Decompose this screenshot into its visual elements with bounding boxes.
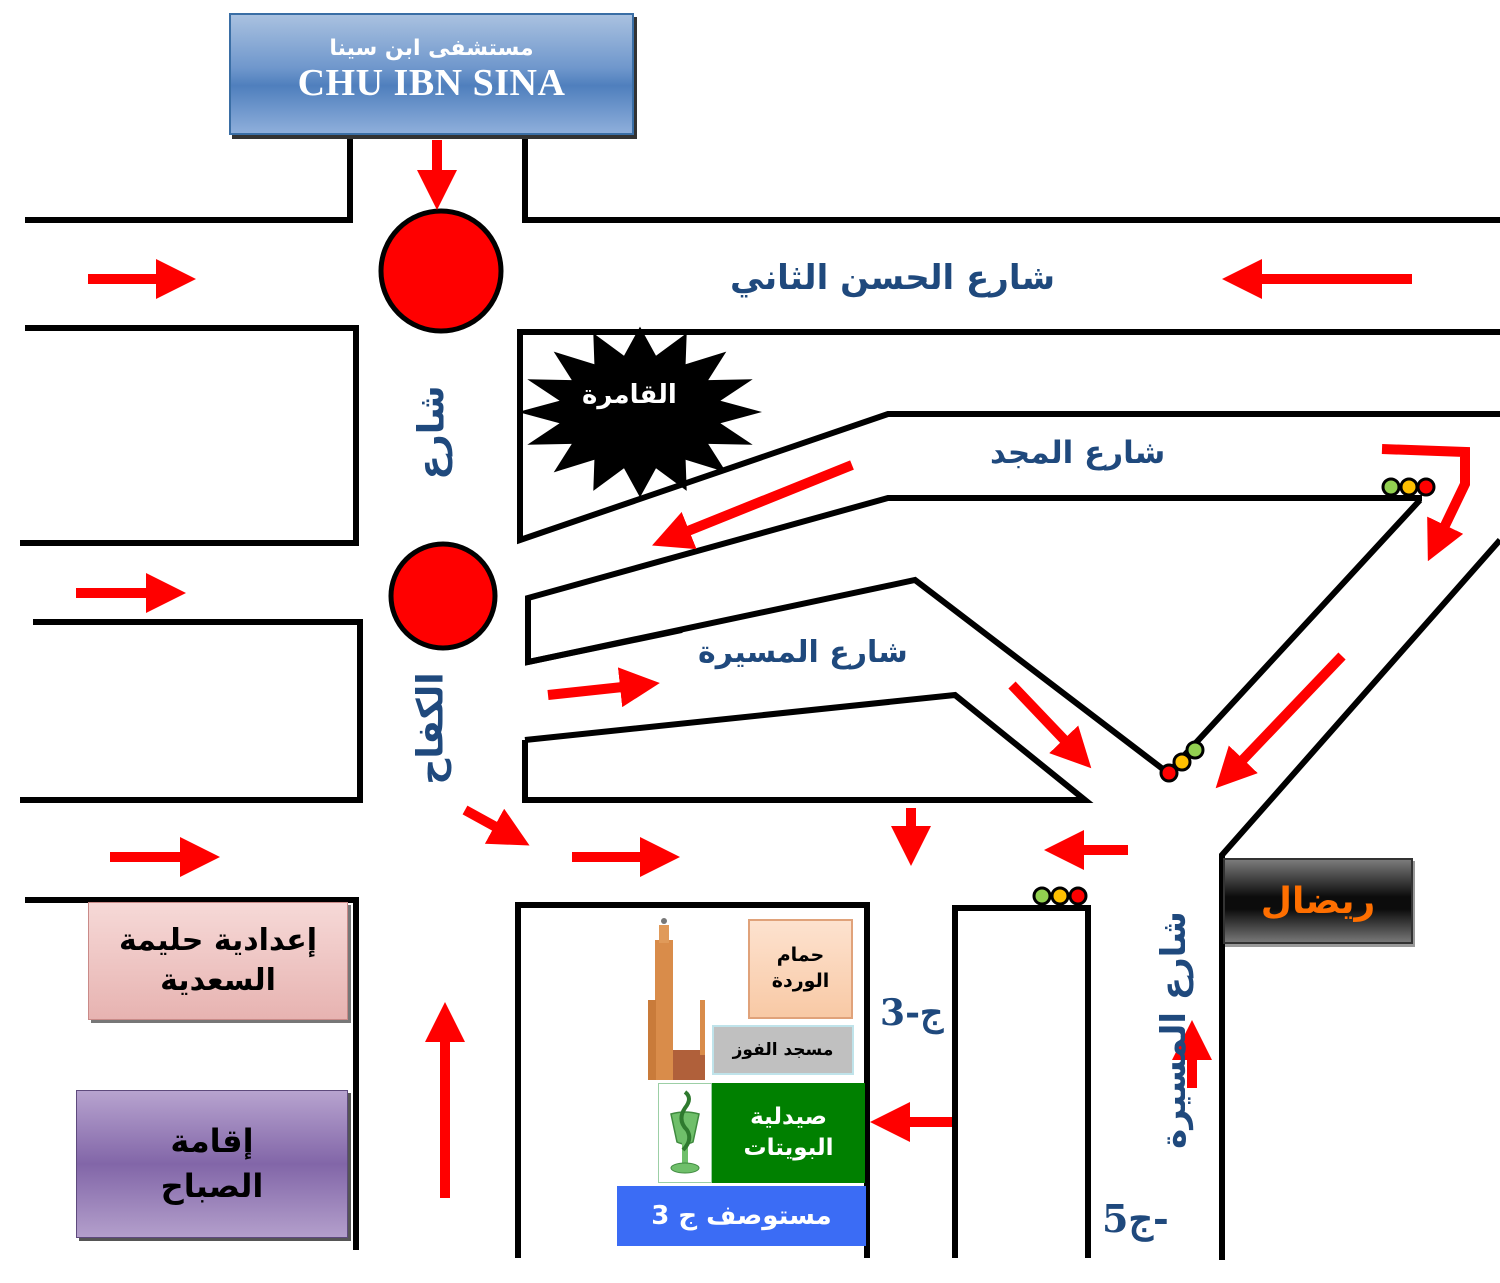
road-edge [952, 905, 1091, 1258]
hospital-sign: مستشفى ابن سينا CHU IBN SINA [229, 13, 634, 135]
traffic-light-majd [1381, 477, 1436, 497]
street-label-hassan-ii: شارع الحسن الثاني [730, 258, 1056, 298]
traffic-light-j3 [1032, 886, 1088, 906]
light-green-icon [1032, 886, 1052, 906]
light-red-icon [1068, 886, 1088, 906]
street-label-massira: شارع المسيرة [698, 635, 908, 670]
landmark-hammam: حمام الوردة [748, 919, 853, 1019]
hammam-name-line2: الوردة [771, 970, 830, 992]
street-label-massira-vertical: شارع المسيرة [1153, 911, 1194, 1149]
light-green-icon [1381, 477, 1401, 497]
road-edge [1219, 538, 1500, 1260]
traffic-light-junction [1159, 740, 1205, 783]
landmark-residence: إقامة الصباح [76, 1090, 348, 1238]
road-edge [25, 138, 353, 223]
school-name-line1: إعدادية حليمة [118, 922, 318, 958]
roundabout-top [378, 208, 504, 334]
light-yellow-icon [1399, 477, 1419, 497]
landmark-school: إعدادية حليمة السعدية [88, 902, 348, 1020]
mosque-name: مسجد الفوز [732, 1040, 834, 1060]
residence-name-line1: إقامة [170, 1122, 254, 1161]
road-lines [20, 138, 1500, 1260]
arrow-icon [462, 805, 530, 846]
street-label-kifah-top: شارع [411, 385, 453, 480]
hammam-name-line1: حمام [776, 944, 825, 967]
street-label-majd: شارع المجد [990, 435, 1166, 471]
pharmacy-symbol-icon [658, 1083, 712, 1183]
arrow-icon [547, 667, 660, 708]
landmark-dispensary: مستوصف ج 3 [617, 1186, 866, 1246]
road-edge [522, 691, 1094, 803]
qamra-starburst-icon [518, 326, 762, 498]
landmark-pharmacy: صيدلية البويتات [712, 1083, 865, 1183]
roundabout-bottom [388, 541, 498, 651]
road-edge [20, 619, 363, 803]
road-edge [527, 627, 683, 665]
mosque-minaret-icon [648, 918, 705, 1080]
street-label-kifah-bottom: الكفاح [410, 672, 452, 785]
road-edge [522, 138, 1500, 223]
hospital-name-ar: مستشفى ابن سينا [329, 35, 534, 61]
landmark-qamra: القامرة [582, 380, 677, 410]
road-edge [25, 897, 359, 1250]
pharmacy-name-line2: البويتات [743, 1135, 834, 1161]
light-yellow-icon [1050, 886, 1070, 906]
pharmacy-name-line1: صيدلية [750, 1103, 827, 1130]
light-red-icon [1416, 477, 1436, 497]
residence-name-line2: الصباح [160, 1167, 264, 1205]
district-label-j3: ج-3 [880, 992, 944, 1034]
school-name-line2: السعدية [160, 963, 276, 998]
road-edge [517, 329, 1500, 545]
district-label-j5: -ج5 [1102, 1196, 1169, 1241]
landmark-mosque: مسجد الفوز [712, 1025, 854, 1075]
ridal-name: ريضال [1260, 880, 1376, 922]
road-edge [20, 325, 359, 546]
light-green-icon [1185, 740, 1205, 760]
road-edge [515, 902, 870, 1258]
dispensary-name: مستوصف ج 3 [651, 1201, 832, 1231]
arrow-icon [1381, 444, 1470, 562]
hospital-name-en: CHU IBN SINA [297, 61, 566, 104]
light-yellow-icon [1172, 752, 1192, 772]
arrow-icon [1008, 681, 1092, 769]
light-red-icon [1159, 763, 1179, 783]
arrow-icon [1215, 652, 1346, 789]
traffic-arrows [76, 140, 1470, 1198]
arrow-icon [652, 460, 854, 550]
landmark-ridal: ريضال [1223, 858, 1413, 944]
